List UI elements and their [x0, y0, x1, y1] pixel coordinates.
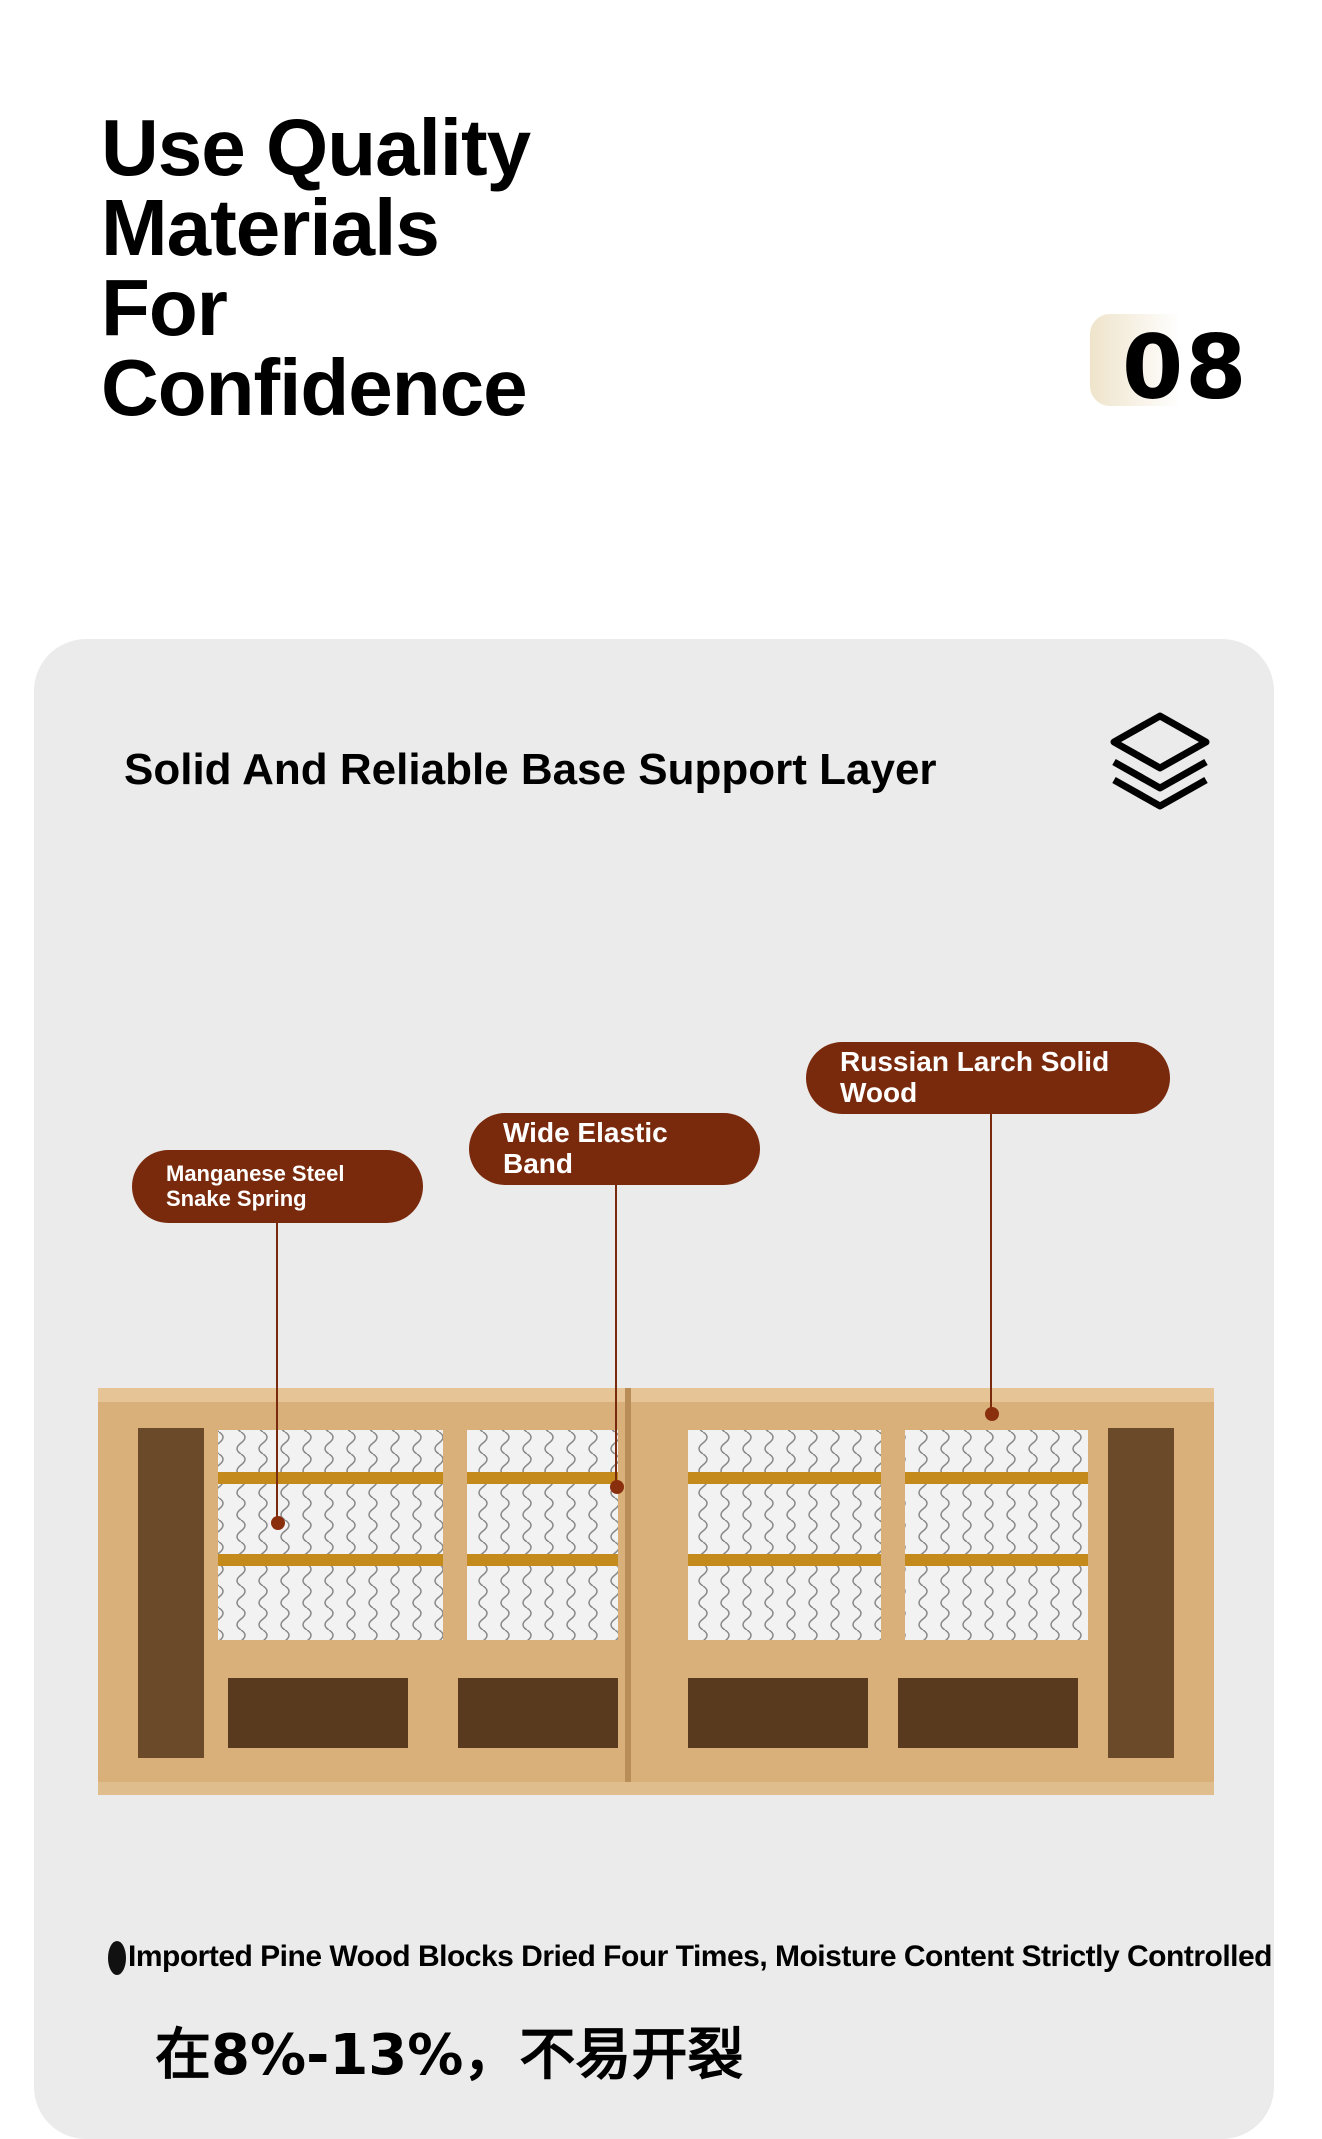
sofa-frame-image [98, 1388, 1214, 1795]
label-line: Wood [840, 1077, 918, 1108]
label-line: Russian Larch Solid [840, 1046, 1110, 1078]
title-line-1: Use Quality [101, 103, 531, 192]
section-number: 08 [1122, 316, 1249, 419]
number-badge [1090, 314, 1240, 406]
label-line: Manganese Steel [166, 1161, 345, 1187]
title-line-2: Materials [101, 183, 440, 272]
caption-text: Imported Pine Wood Blocks Dried Four Tim… [128, 1940, 1273, 1973]
callout-line [615, 1185, 617, 1487]
title-line-4: Confidence [101, 343, 528, 432]
label-line: Band [503, 1148, 573, 1179]
callout-line [276, 1223, 278, 1523]
callout-dot [985, 1407, 999, 1421]
bullet-icon [108, 1941, 126, 1976]
label-line: Snake Spring [166, 1185, 307, 1211]
callout-dot [610, 1480, 624, 1494]
title-line-3: For [101, 263, 228, 352]
callout-line [990, 1114, 992, 1414]
caption-chinese: 在8%-13%，不易开裂 [155, 2023, 744, 2088]
label-line: Wide Elastic [503, 1117, 668, 1149]
caption: Imported Pine Wood Blocks Dried Four Tim… [108, 1940, 1273, 1976]
section-heading: Solid And Reliable Base Support Layer [124, 745, 937, 794]
callout-dot [271, 1516, 285, 1530]
layers-icon [1110, 712, 1210, 810]
